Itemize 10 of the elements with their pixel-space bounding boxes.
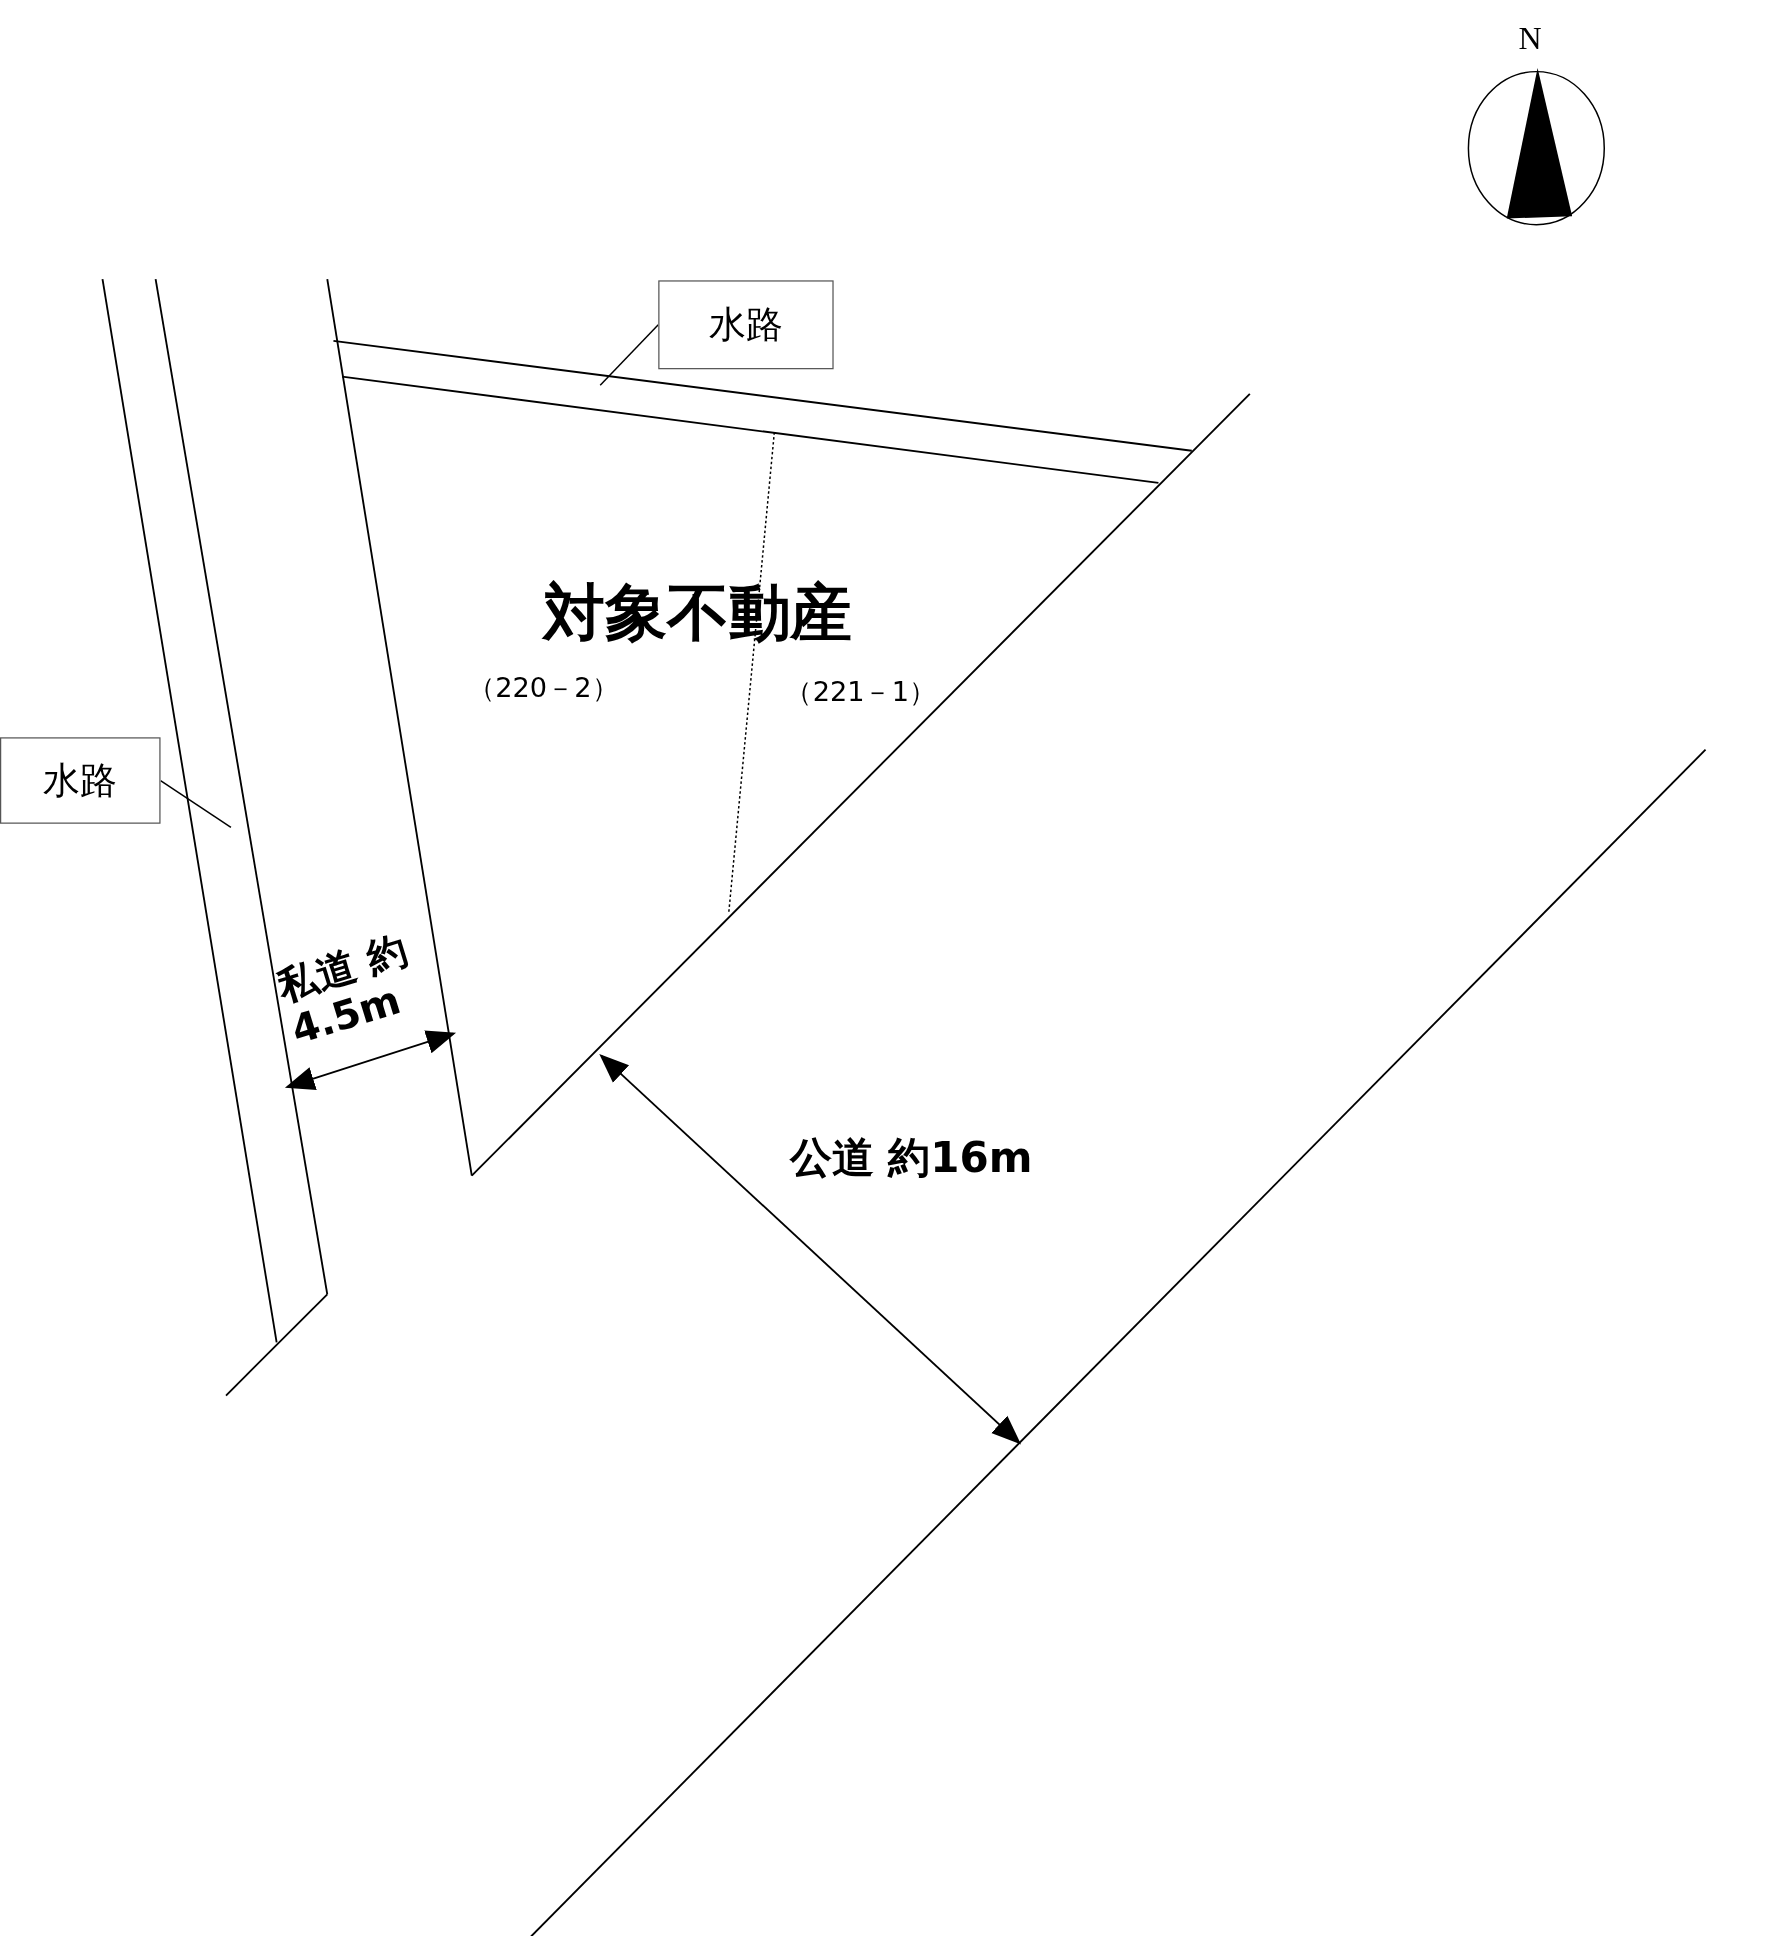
lot-number: （220－2） — [468, 671, 619, 703]
leader-line — [159, 779, 232, 829]
lot-number: （221－1） — [785, 676, 937, 708]
leader-line — [599, 324, 659, 387]
compass-letter: N — [1518, 21, 1542, 58]
property-title: 対象不動産 — [543, 578, 853, 649]
label-box: 水路 — [658, 280, 834, 370]
road-width-label: 私道 約4.5m — [272, 925, 414, 1054]
label-box: 水路 — [0, 737, 161, 824]
road-width-label: 公道 約16m — [789, 1133, 1033, 1182]
